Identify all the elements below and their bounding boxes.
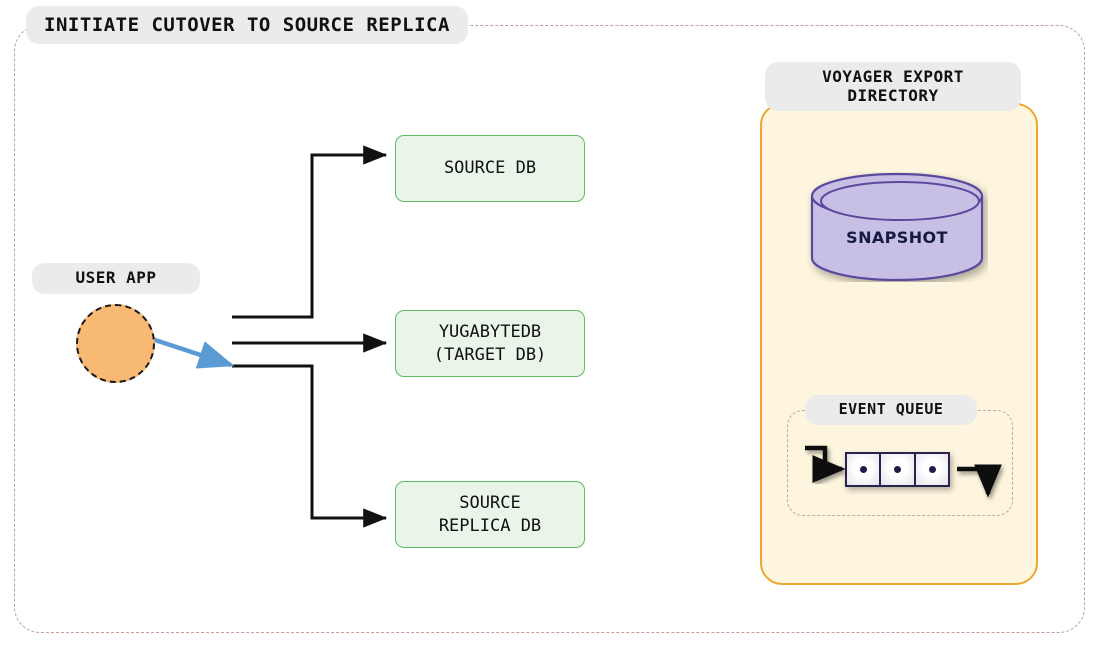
voyager-label-line-1: VOYAGER EXPORT bbox=[822, 66, 964, 86]
user-app-circle[interactable] bbox=[76, 304, 155, 383]
event-dot-icon bbox=[859, 466, 867, 473]
event-queue-cells[interactable] bbox=[845, 452, 950, 487]
event-dot-icon bbox=[894, 466, 901, 473]
snapshot-label: SNAPSHOT bbox=[846, 228, 948, 247]
diagram-title-badge: INITIATE CUTOVER TO SOURCE REPLICA bbox=[26, 6, 468, 44]
snapshot-cylinder-shape bbox=[810, 172, 984, 282]
outer-container-frame bbox=[14, 25, 1085, 633]
snapshot-cylinder[interactable]: SNAPSHOT bbox=[806, 172, 988, 282]
source-replica-db-box[interactable]: SOURCE REPLICA DB bbox=[395, 481, 585, 548]
source-db-box[interactable]: SOURCE DB bbox=[395, 135, 585, 202]
voyager-label-line-2: DIRECTORY bbox=[847, 85, 939, 105]
event-queue-label-badge: EVENT QUEUE bbox=[805, 395, 977, 425]
voyager-export-directory-label-badge: VOYAGER EXPORT DIRECTORY bbox=[765, 62, 1021, 111]
event-dot-icon bbox=[928, 466, 936, 473]
user-app-label-badge: USER APP bbox=[32, 263, 200, 294]
event-queue-cell[interactable] bbox=[880, 452, 915, 487]
event-queue-cell[interactable] bbox=[915, 452, 950, 487]
event-queue-cell[interactable] bbox=[845, 452, 880, 487]
target-db-box[interactable]: YUGABYTEDB (TARGET DB) bbox=[395, 310, 585, 377]
